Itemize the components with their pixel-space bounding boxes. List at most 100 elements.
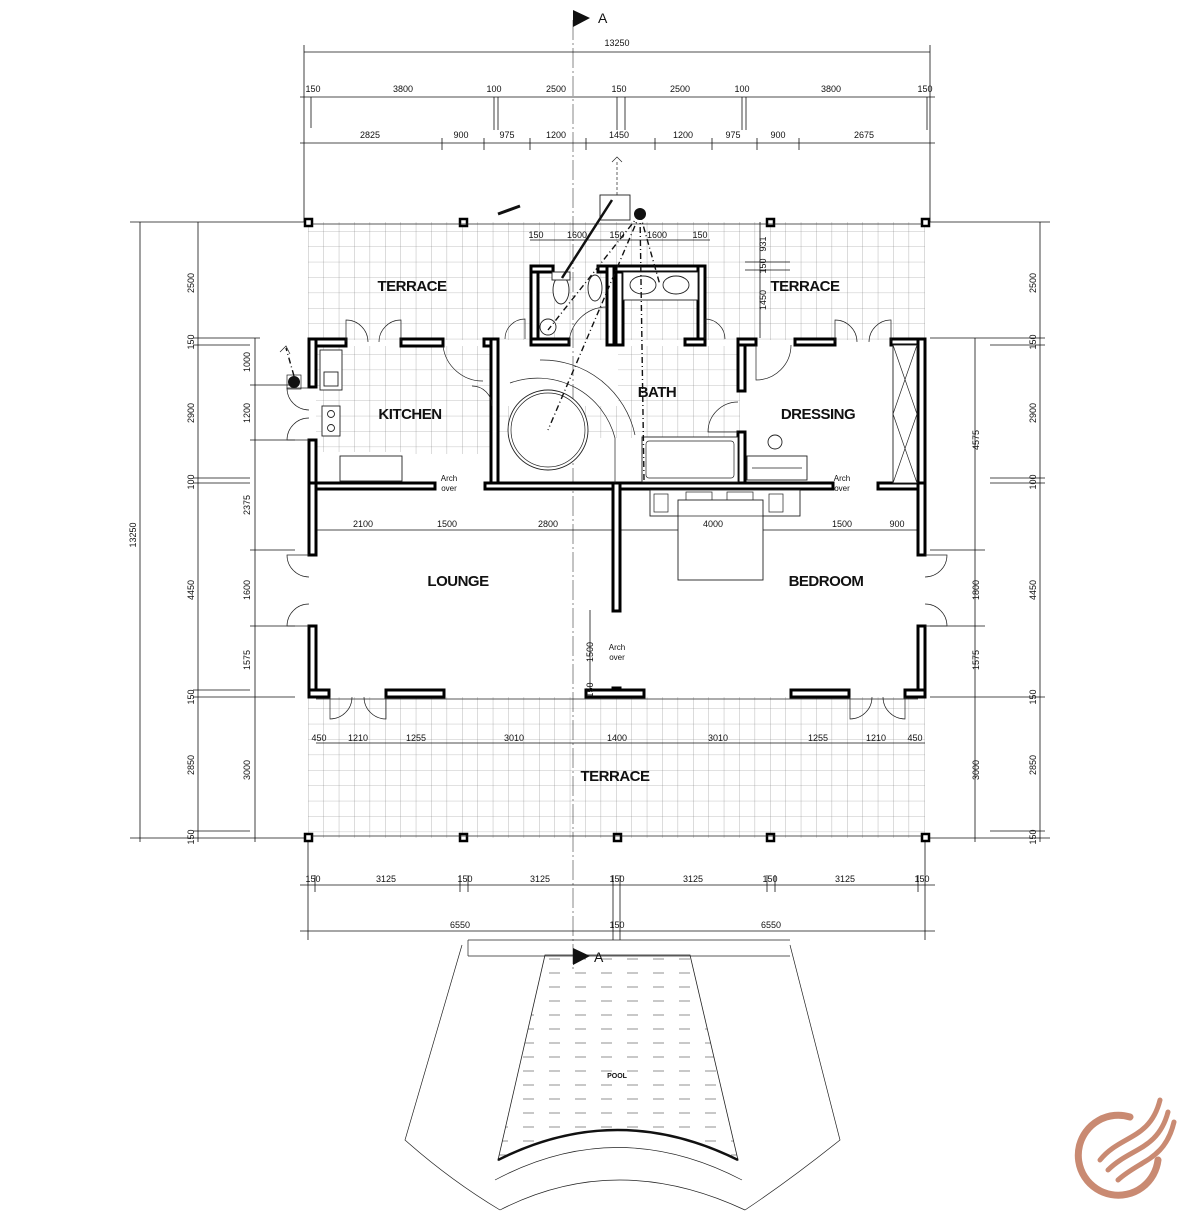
dimension-label: 100 (186, 474, 196, 489)
dimension-label: 150 (186, 689, 196, 704)
dimension-label: 100 (734, 84, 749, 94)
dimension-label: 3125 (376, 874, 396, 884)
dimension-label: 150 (611, 84, 626, 94)
dimension-label: 150 (457, 874, 472, 884)
dimension-label: 900 (889, 519, 904, 529)
dimension-label: 13250 (604, 38, 629, 48)
room-label-lounge: LOUNGE (427, 573, 489, 590)
dimension-label: 150 (762, 874, 777, 884)
dimension-label: 150 (186, 334, 196, 349)
dimension-label: 2675 (854, 130, 874, 140)
room-label-bedroom: BEDROOM (789, 573, 864, 590)
arch-note: Arch (609, 643, 625, 652)
room-label-terrace: TERRACE (377, 278, 446, 295)
dimension-label: 1000 (242, 352, 252, 372)
dimension-label: 150 (758, 258, 768, 273)
dimension-label: 13250 (128, 522, 138, 547)
dimension-label: 2900 (186, 403, 196, 423)
section-label: A (594, 949, 604, 965)
dimension-label: 3000 (242, 760, 252, 780)
basin (662, 275, 690, 295)
dimension-label: 150 (1028, 334, 1038, 349)
dimension-label: 1500 (437, 519, 457, 529)
dimension-label: 975 (499, 130, 514, 140)
dimension-label: 150 (305, 874, 320, 884)
dimension-label: 150 (528, 230, 543, 240)
columns (303, 217, 931, 843)
dimension-label: 150 (1028, 689, 1038, 704)
dimension-label: 1200 (673, 130, 693, 140)
dimension-label: 1200 (242, 403, 252, 423)
service-lines (279, 156, 661, 481)
dimension-label: 2375 (242, 495, 252, 515)
dimension-label: 3800 (393, 84, 413, 94)
dimension-label: 2900 (1028, 403, 1038, 423)
dimension-label: 900 (770, 130, 785, 140)
dimension-label: 1800 (971, 580, 981, 600)
dimension-label: 1400 (607, 733, 627, 743)
floor-drain (539, 318, 557, 336)
dimension-label: 2500 (670, 84, 690, 94)
dimension-label: 150 (609, 230, 624, 240)
dimension-label: 3000 (971, 760, 981, 780)
arch-note: Arch (441, 474, 457, 483)
dimension-label: 4575 (971, 430, 981, 450)
dimension-label: 3125 (835, 874, 855, 884)
hob (321, 405, 341, 437)
kitchen-counter (339, 455, 403, 482)
manhole (599, 194, 631, 221)
dimension-label: 100 (1028, 474, 1038, 489)
dimension-label: 6550 (450, 920, 470, 930)
dimension-label: 2100 (353, 519, 373, 529)
dimension-label: 1575 (971, 650, 981, 670)
dimension-label: 975 (725, 130, 740, 140)
dimension-label: 1450 (609, 130, 629, 140)
section-marker-bottom: A (573, 948, 604, 965)
dimension-label: 150 (609, 920, 624, 930)
dimension-label: 3125 (530, 874, 550, 884)
dimension-label: 1575 (242, 650, 252, 670)
section-label: A (598, 10, 608, 26)
dimension-label: 450 (311, 733, 326, 743)
doors (286, 306, 948, 720)
room-label-bath: BATH (638, 384, 677, 401)
dimension-label: 2850 (186, 755, 196, 775)
dimension-label: 1450 (758, 290, 768, 310)
room-label-kitchen: KITCHEN (378, 406, 441, 423)
bidet (587, 274, 603, 302)
kitchen-floor (316, 346, 492, 454)
room-labels: TERRACE TERRACE KITCHEN BATH DRESSING LO… (377, 278, 863, 785)
dimension-label: 150 (186, 829, 196, 844)
dimension-label: 3800 (821, 84, 841, 94)
dimension-label: 2825 (360, 130, 380, 140)
dimension-label: 150 (585, 682, 595, 697)
room-label-terrace: TERRACE (580, 768, 649, 785)
dimension-label: 4450 (186, 580, 196, 600)
dimension-label: 1255 (406, 733, 426, 743)
dimension-label: 4000 (703, 519, 723, 529)
dimension-label: 6550 (761, 920, 781, 930)
arch-note: Arch (834, 474, 850, 483)
terrace-bottom-floor (308, 697, 925, 838)
dimension-label: 3010 (708, 733, 728, 743)
arch-notes: Arch over Arch over Arch over (441, 474, 850, 662)
stool (767, 434, 783, 450)
bathtub (641, 436, 739, 483)
fixtures (319, 271, 918, 581)
arch-note: over (609, 653, 625, 662)
dimension-label: 1200 (546, 130, 566, 140)
dimension-label: 150 (1028, 829, 1038, 844)
room-label-dressing: DRESSING (781, 406, 855, 423)
dimension-label: 100 (486, 84, 501, 94)
dimension-label: 2500 (186, 273, 196, 293)
wardrobe (892, 344, 918, 484)
dimension-label: 150 (917, 84, 932, 94)
dimension-label: 1210 (866, 733, 886, 743)
dimension-label: 1210 (348, 733, 368, 743)
section-marker-top: A (573, 10, 608, 27)
arch-note: over (441, 484, 457, 493)
dimension-label: 2500 (546, 84, 566, 94)
company-logo (1074, 1097, 1177, 1199)
dimension-label: 2500 (1028, 273, 1038, 293)
